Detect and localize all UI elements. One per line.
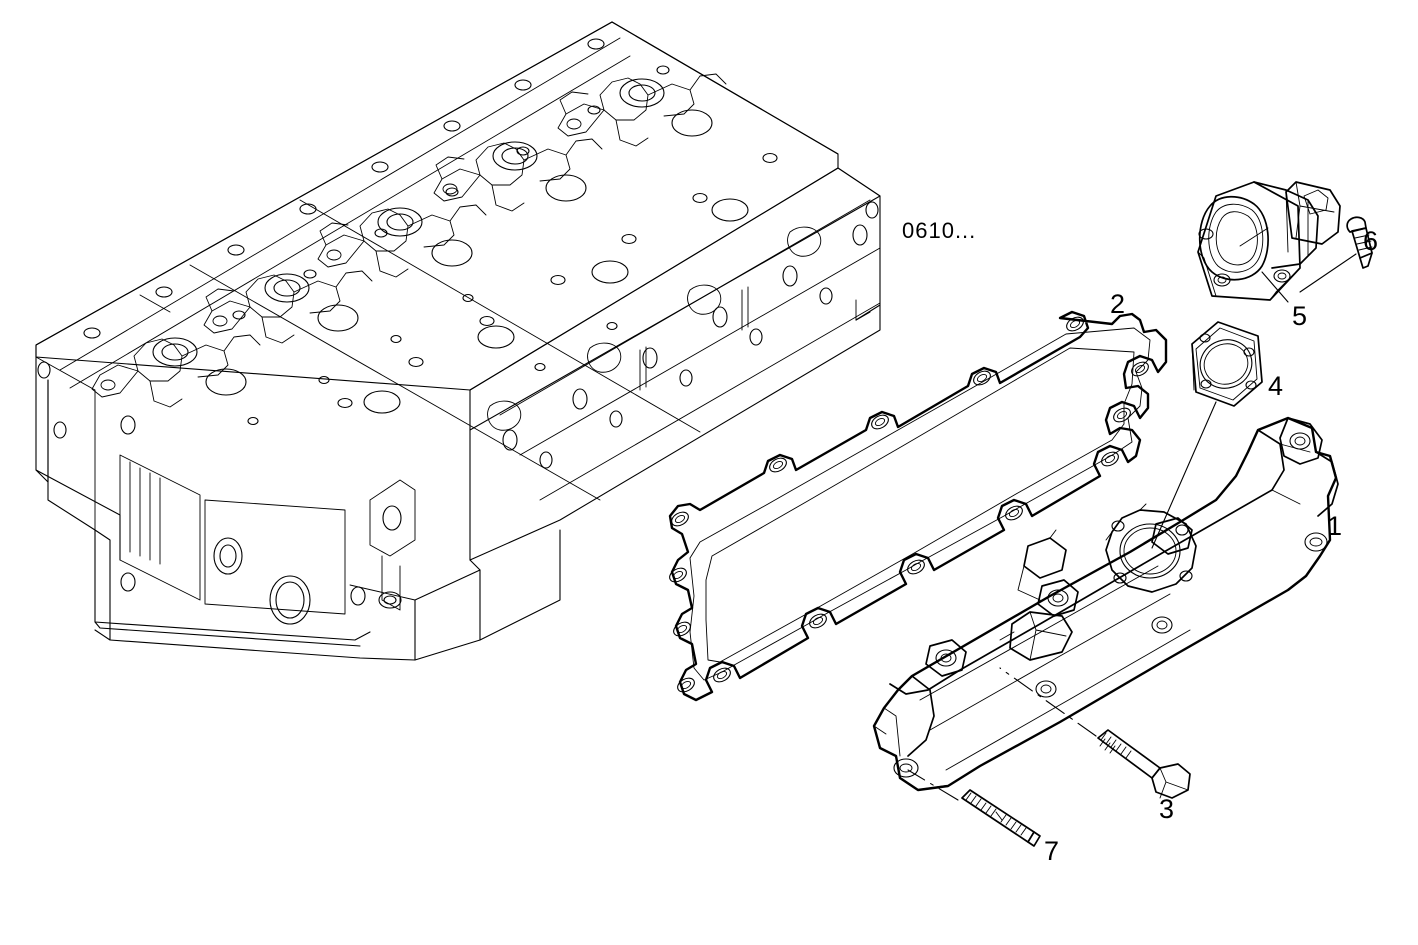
section-label: 0610... (902, 218, 977, 243)
manifold-mounting-ears (893, 517, 1193, 778)
manifold-throttle-boss (1105, 503, 1197, 593)
stud-threads (965, 792, 1027, 836)
callout-6: 6 (1363, 226, 1379, 256)
part-air-intake-elbow (1197, 181, 1341, 301)
part-intake-manifold-gasket (668, 310, 1168, 702)
head-intake-face (487, 199, 881, 501)
head-left-end (35, 356, 96, 531)
bolt-threads (1099, 732, 1132, 759)
head-front-face (119, 415, 416, 625)
callout-3: 3 (1159, 794, 1175, 824)
valve-bores (152, 78, 749, 414)
part-throttle-flange-gasket (1191, 321, 1263, 407)
gasket-bolt-holes (669, 316, 1149, 693)
head-right-end (837, 167, 881, 321)
part-elbow-bolt (1346, 216, 1373, 269)
callout-2: 2 (1110, 289, 1126, 319)
rocker-assemblies (91, 73, 727, 408)
leader-lines (907, 253, 1357, 801)
callout-4: 4 (1268, 371, 1284, 401)
callout-7: 7 (1044, 836, 1060, 866)
callout-1: 1 (1327, 511, 1343, 541)
cylinder-head-assembly (35, 21, 881, 661)
part-intake-manifold (872, 416, 1339, 792)
part-stud (961, 789, 1041, 847)
part-hex-head-bolt (1097, 729, 1191, 799)
callout-5: 5 (1292, 301, 1308, 331)
